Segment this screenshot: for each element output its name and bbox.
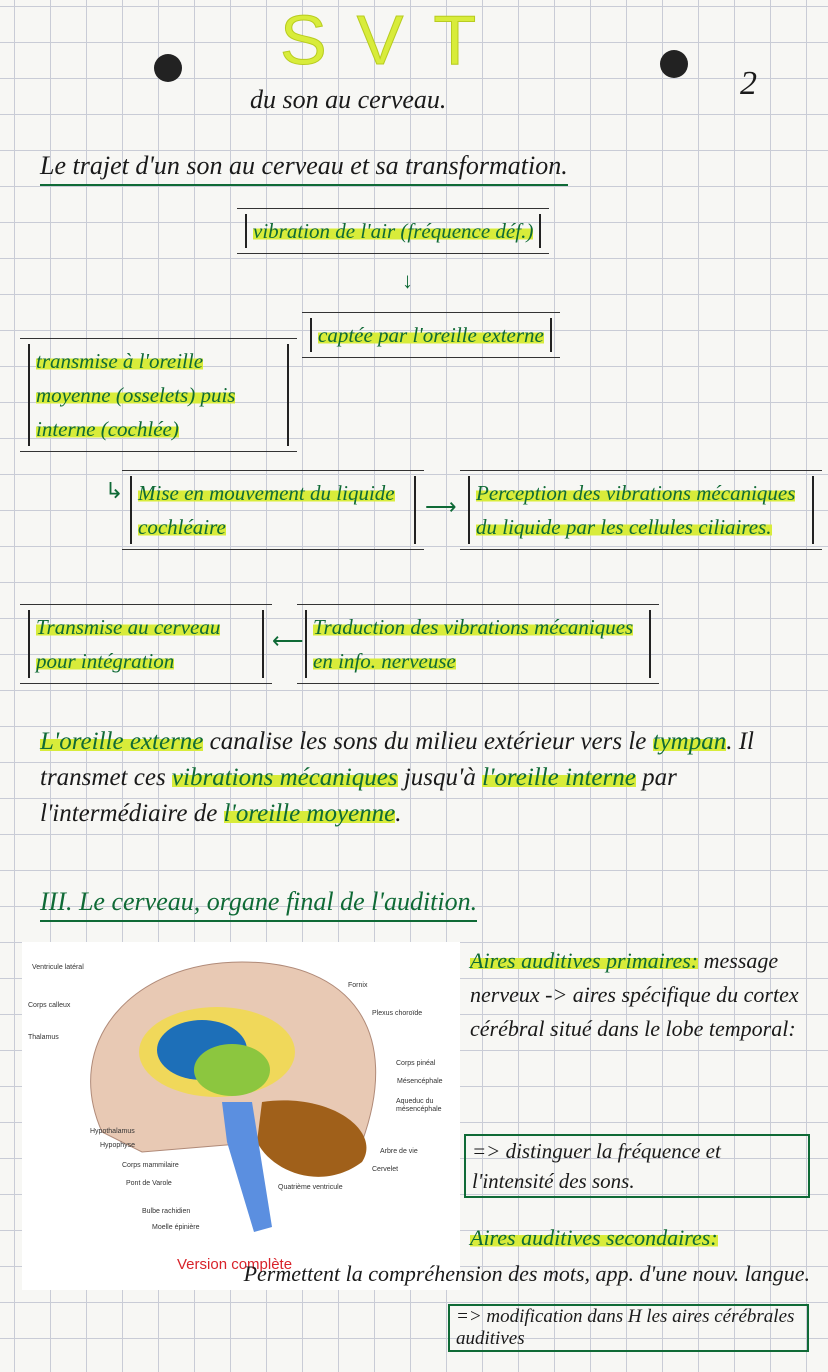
label-cervelet: Cervelet: [372, 1166, 399, 1173]
text: jusqu'à: [397, 764, 483, 791]
highlight: L'oreille externe: [40, 728, 204, 755]
label-arbre-de-vie: Arbre de vie: [380, 1148, 418, 1155]
primary-areas-title: Aires auditives primaires:: [470, 948, 699, 973]
step-text: Mise en mouvement du liquide cochléaire: [138, 481, 395, 539]
thalamus: [194, 1044, 270, 1096]
arrow-right-icon: ↳: [105, 478, 124, 503]
label-bulbe: Bulbe rachidien: [142, 1208, 191, 1215]
step-air-vibration: vibration de l'air (fréquence déf.): [236, 208, 550, 254]
brain-illustration: [90, 961, 377, 1232]
label-mesencephale: Mésencéphale: [397, 1078, 443, 1085]
step-text: vibration de l'air (fréquence déf.): [253, 219, 534, 243]
step-text: Transmise au cerveau pour intégration: [36, 615, 221, 673]
secondary-areas-box: => modification dans H les aires cérébra…: [448, 1304, 809, 1352]
highlight: vibrations mécaniques: [171, 764, 398, 791]
step-text: transmise à l'oreille moyenne (osselets)…: [36, 349, 236, 441]
label-corps-pineal: Corps pinéal: [396, 1060, 436, 1067]
diagram-caption: Version complète: [177, 1256, 293, 1273]
label-corps-mammilaire: Corps mammilaire: [122, 1162, 179, 1169]
page-title: SVT: [279, 1, 507, 79]
step-cochlear-liquid: Mise en mouvement du liquide cochléaire: [122, 470, 424, 550]
section-title: Le trajet d'un son au cerveau et sa tran…: [40, 148, 568, 186]
text: canalise les sons du milieu extérieur ve…: [203, 728, 653, 755]
step-nerve-translation: Traduction des vibrations mécaniques en …: [297, 604, 659, 684]
arrow-right-icon: ⟶: [425, 494, 457, 519]
primary-areas: Aires auditives primaires: message nerve…: [470, 944, 815, 1046]
label-ventricule-lateral: Ventricule latéral: [32, 964, 84, 971]
label-aqueduc: Aqueduc du mésencéphale: [396, 1098, 442, 1113]
primary-areas-box: => distinguer la fréquence et l'intensit…: [464, 1134, 810, 1198]
page-number: 2: [740, 65, 757, 102]
highlight: tympan: [652, 728, 727, 755]
secondary-areas-title: Aires auditives secondaires:: [470, 1222, 718, 1254]
step-text: Perception des vibrations mécaniques du …: [476, 481, 796, 539]
cerebellum: [257, 1100, 367, 1177]
step-text: Traduction des vibrations mécaniques en …: [313, 615, 634, 673]
text: .: [395, 800, 402, 827]
highlight: l'oreille interne: [482, 764, 636, 791]
step-ciliary-cells: Perception des vibrations mécaniques du …: [460, 470, 822, 550]
label-hypothalamus: Hypothalamus: [90, 1128, 135, 1135]
text: . Il transmet ces: [40, 728, 755, 791]
brainstem: [222, 1102, 272, 1232]
label-fornix: Fornix: [348, 982, 368, 989]
ear-paragraph: L'oreille externe canalise les sons du m…: [40, 724, 800, 832]
arrow-left-icon: ⟵: [272, 628, 304, 653]
step-brain-integration: Transmise au cerveau pour intégration: [20, 604, 272, 684]
secondary-areas-text: Permettent la compréhension des mots, ap…: [243, 1261, 810, 1286]
label-thalamus: Thalamus: [28, 1034, 59, 1041]
arrow-down-icon: ↓: [402, 268, 413, 293]
brain-diagram: Ventricule latéral Corps calleux Thalamu…: [22, 942, 460, 1290]
binder-hole-left: [154, 54, 182, 82]
text: par l'intermédiaire de: [40, 764, 677, 827]
step-text: captée par l'oreille externe: [318, 323, 544, 347]
label-moelle: Moelle épinière: [152, 1224, 200, 1231]
section-3-title: III. Le cerveau, organe final de l'audit…: [40, 884, 478, 922]
page-subtitle: du son au cerveau.: [250, 85, 447, 114]
step-middle-inner-ear: transmise à l'oreille moyenne (osselets)…: [20, 338, 297, 452]
label-pont-varole: Pont de Varole: [126, 1180, 172, 1187]
label-quatrieme-ventricule: Quatrième ventricule: [278, 1184, 343, 1191]
secondary-title-text: Aires auditives secondaires:: [470, 1225, 718, 1250]
highlight: l'oreille moyenne: [223, 800, 396, 827]
label-corps-calleux: Corps calleux: [28, 1002, 71, 1009]
label-plexus: Plexus choroïde: [372, 1010, 423, 1017]
binder-hole-right: [660, 50, 688, 78]
label-hypophyse: Hypophyse: [100, 1142, 136, 1149]
primary-areas-text: message nerveux -> aires spécifique du c…: [470, 948, 799, 1041]
step-outer-ear: captée par l'oreille externe: [302, 312, 560, 358]
